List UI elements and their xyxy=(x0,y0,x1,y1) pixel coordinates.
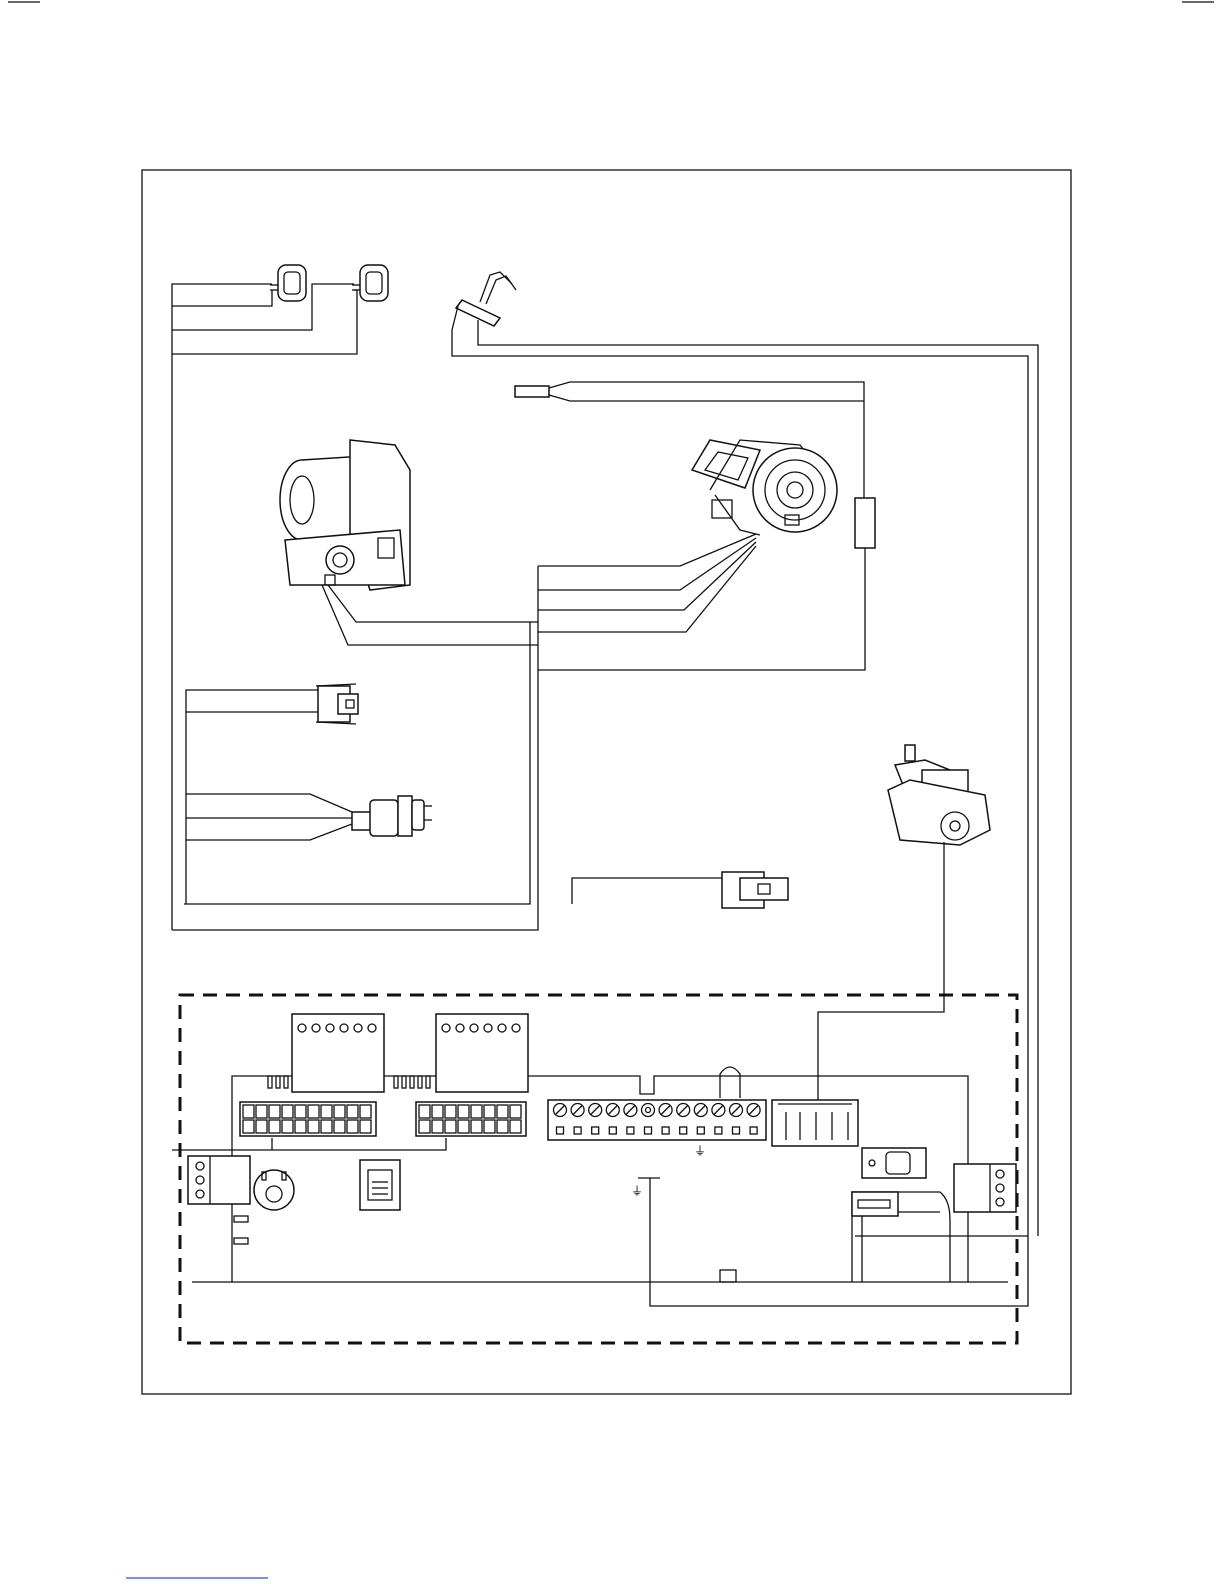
harness-trunk xyxy=(184,622,530,904)
transformer-icon xyxy=(852,1192,950,1282)
terminal-block xyxy=(188,1156,250,1204)
connector-wires xyxy=(186,690,318,904)
terminal-block xyxy=(292,1014,384,1092)
rj-connector-icon xyxy=(360,1160,400,1210)
gas-valve-wires xyxy=(322,585,538,645)
fuse-icon xyxy=(855,498,875,548)
small-sensor-wires xyxy=(549,395,864,401)
pump-icon xyxy=(888,745,990,845)
ignition-electrode-icon xyxy=(452,272,516,330)
small-sensor-box xyxy=(515,386,549,397)
plug-wires xyxy=(572,878,722,904)
fuse-holder-icon xyxy=(862,1148,926,1178)
connector-icon xyxy=(316,684,358,724)
gas-valve-icon xyxy=(280,440,410,590)
ground-symbol: ⏚ xyxy=(694,1144,706,1158)
fan-icon xyxy=(692,440,837,535)
potentiometer-icon xyxy=(254,1170,294,1210)
ground-symbol: ⏚ xyxy=(631,1184,643,1198)
pump-wire xyxy=(818,842,944,1104)
multipin-connector xyxy=(416,1102,526,1136)
pump-connector xyxy=(772,1100,858,1146)
plug-icon xyxy=(722,872,788,908)
pressure-switch-icon xyxy=(352,796,432,836)
board-tab xyxy=(720,1270,736,1282)
terminal-block xyxy=(954,1164,1016,1212)
ntc-sensor-icon xyxy=(270,265,306,301)
fan-wires xyxy=(538,534,756,632)
pressure-switch-wires xyxy=(186,794,352,840)
multipin-connector xyxy=(240,1102,376,1136)
screw-terminal-strip xyxy=(548,1100,766,1140)
harness-to-board xyxy=(172,1138,446,1150)
board-pins xyxy=(234,1216,248,1244)
terminal-block xyxy=(436,1014,528,1092)
jumper-icon xyxy=(720,1067,740,1098)
